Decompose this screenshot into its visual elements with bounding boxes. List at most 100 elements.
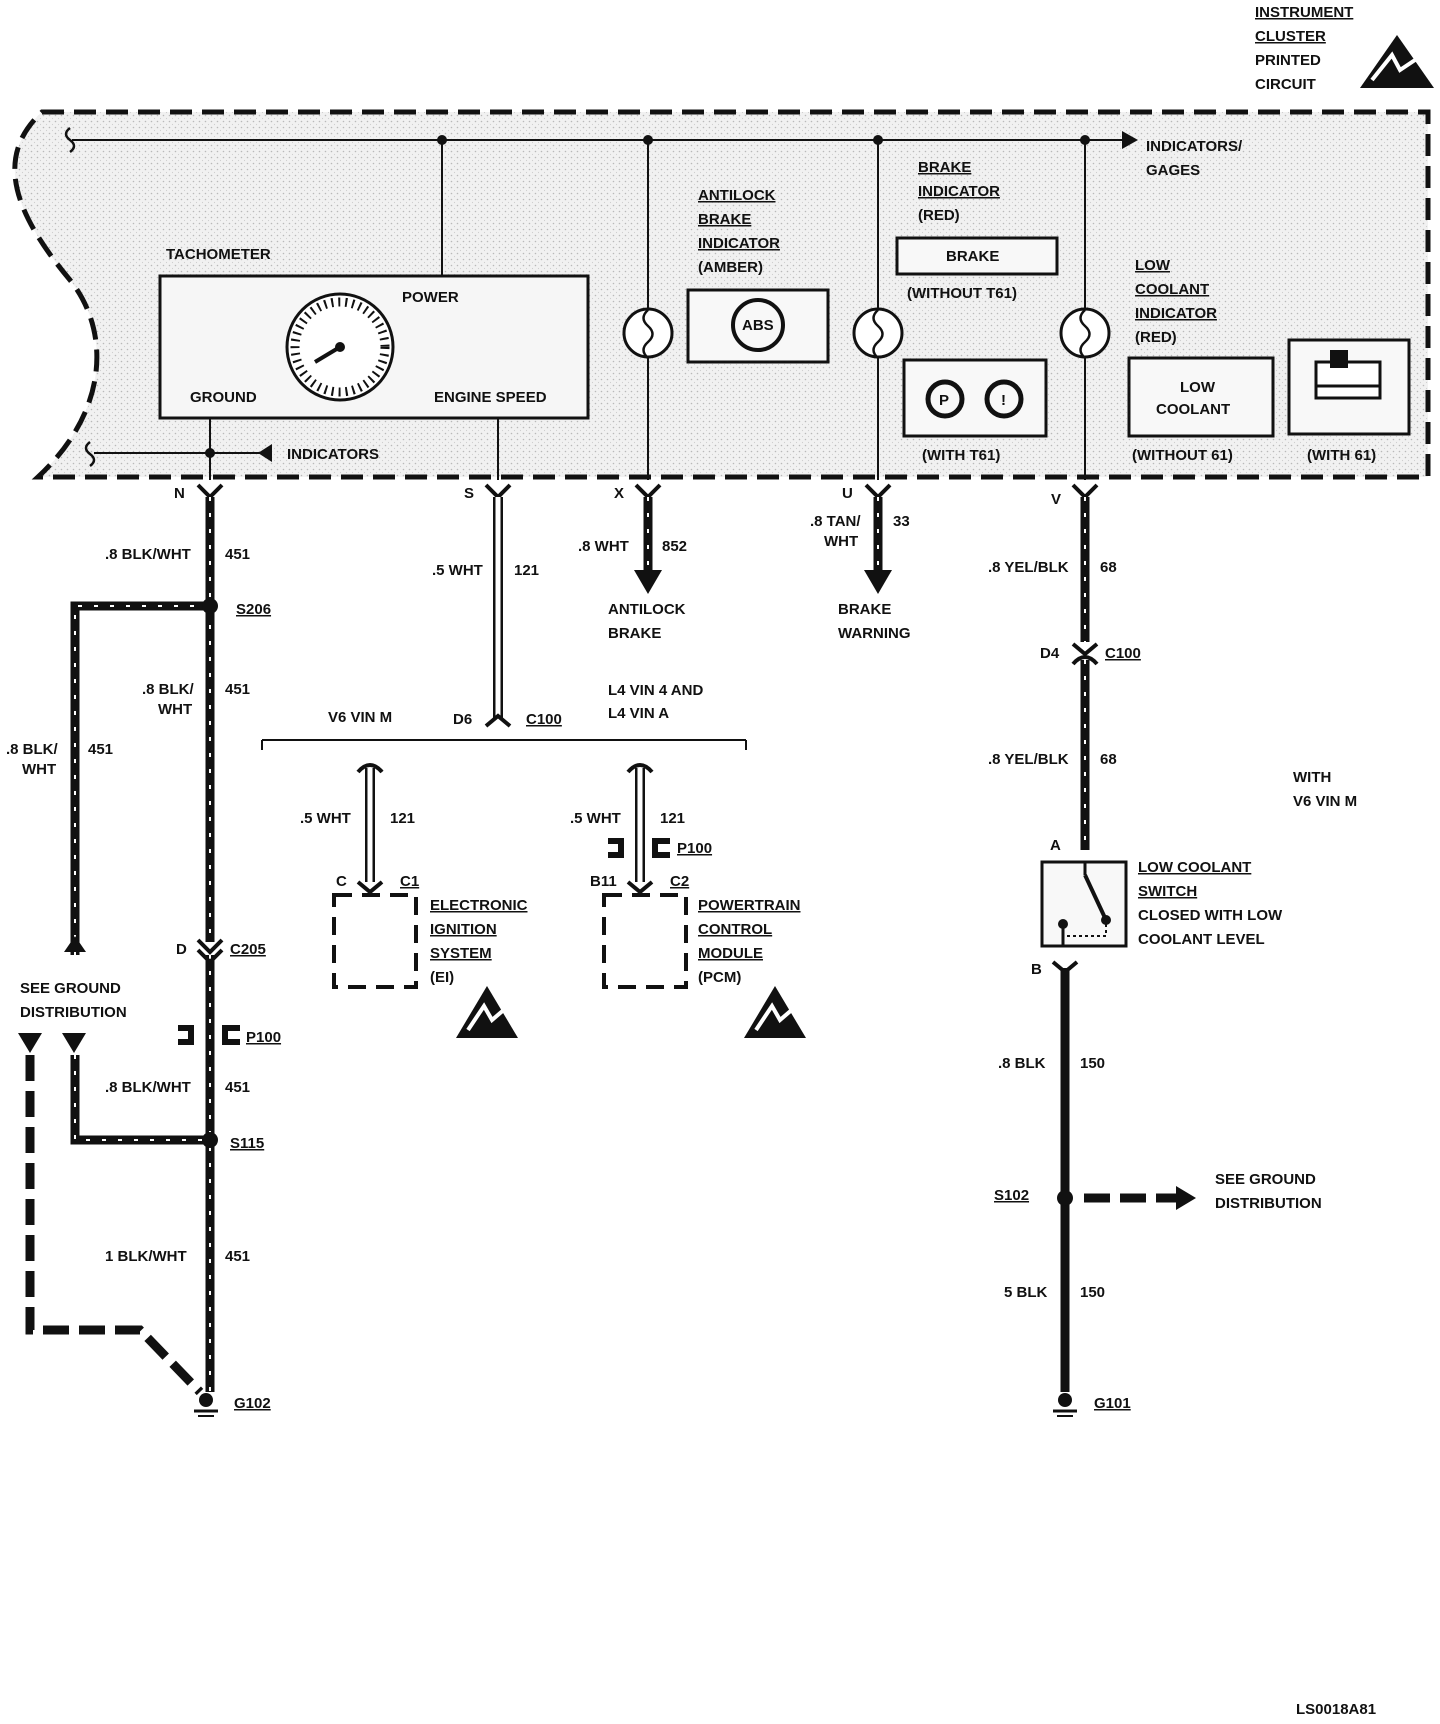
tachometer-ground-label: GROUND: [190, 389, 257, 406]
label-05-wht-3: .5 WHT: [570, 810, 621, 827]
svg-text:IGNITION: IGNITION: [430, 921, 497, 938]
low-coolant-indicator-title: LOW COOLANT INDICATOR (RED): [1135, 257, 1217, 346]
tachometer-gauge-icon: [285, 292, 395, 402]
p100-connector-pcm: [608, 838, 670, 858]
tachometer-engine-speed-label: ENGINE SPEED: [434, 389, 547, 406]
ground-dist-path: [25, 1055, 204, 1396]
svg-text:COOLANT LEVEL: COOLANT LEVEL: [1138, 931, 1265, 948]
label-451-5: 451: [225, 1248, 250, 1265]
label-c205-pin: D: [176, 941, 187, 958]
label-08-blkwht-2: .8 BLK/WHT: [105, 1079, 191, 1096]
label-l4-vin-a: L4 VIN A: [608, 705, 669, 722]
without-t61-label: (WITHOUT T61): [907, 285, 1017, 302]
wire-852: [634, 497, 662, 594]
ground-dist-arrows: [18, 936, 86, 1053]
see-ground-dist-label-1: SEE GROUND: [20, 980, 121, 997]
label-c1-pin: C: [336, 873, 347, 890]
with-61-label: (WITH 61): [1307, 447, 1376, 464]
svg-text:(EI): (EI): [430, 969, 454, 986]
label-c2-pin: B11: [590, 873, 617, 890]
label-08-tan: .8 TAN/: [810, 513, 861, 530]
cluster-connector-chevrons: [196, 483, 1099, 500]
figure-code: LS0018A81: [1296, 1701, 1376, 1718]
label-121-2: 121: [390, 810, 415, 827]
svg-text:COOLANT: COOLANT: [1156, 401, 1230, 418]
svg-text:PRINTED: PRINTED: [1255, 52, 1321, 69]
abs-lamp-icon: ABS: [686, 288, 830, 364]
label-l4-vin-4: L4 VIN 4 AND: [608, 682, 703, 699]
label-c1: C1: [400, 873, 419, 890]
label-451-2: 451: [225, 681, 250, 698]
svg-text:SWITCH: SWITCH: [1138, 883, 1197, 900]
brake-indicator-title: BRAKE INDICATOR (RED): [918, 159, 1000, 224]
svg-text:BRAKE: BRAKE: [946, 248, 999, 265]
dest-brake-1: BRAKE: [838, 601, 891, 618]
label-wht-2: WHT: [22, 761, 56, 778]
p100-connector: [178, 1025, 240, 1045]
indicators-gages-label-2: GAGES: [1146, 162, 1200, 179]
label-08-yelblk-1: .8 YEL/BLK: [988, 559, 1069, 576]
svg-text:CLUSTER: CLUSTER: [1255, 28, 1326, 45]
indicators-gages-label: INDICATORS/: [1146, 138, 1243, 155]
svg-text:BRAKE: BRAKE: [698, 211, 751, 228]
label-68-2: 68: [1100, 751, 1117, 768]
svg-text:(AMBER): (AMBER): [698, 259, 763, 276]
label-08-blk-1: .8 BLK/: [142, 681, 195, 698]
pin-n: N: [174, 485, 185, 502]
label-150-1: 150: [1080, 1055, 1105, 1072]
label-c100-1: C100: [526, 711, 562, 728]
splice-s115: [202, 1132, 218, 1148]
abs-bulb-icon: [622, 307, 674, 359]
label-1-blkwht: 1 BLK/WHT: [105, 1248, 187, 1265]
svg-text:ELECTRONIC: ELECTRONIC: [430, 897, 528, 914]
svg-text:ABS: ABS: [742, 317, 774, 334]
svg-text:BRAKE: BRAKE: [918, 159, 971, 176]
svg-text:INSTRUMENT: INSTRUMENT: [1255, 4, 1353, 21]
esd-icon-pcm: [744, 986, 806, 1038]
svg-text:INDICATOR: INDICATOR: [918, 183, 1000, 200]
label-with-v6: V6 VIN M: [1293, 793, 1357, 810]
label-wht-3: WHT: [824, 533, 858, 550]
pin-x: X: [614, 485, 624, 502]
ei-label: ELECTRONIC IGNITION SYSTEM (EI): [430, 897, 528, 986]
coolant-bulb-icon: [1059, 307, 1111, 359]
label-121-3: 121: [660, 810, 685, 827]
svg-text:(PCM): (PCM): [698, 969, 741, 986]
brake-lamp-icon: BRAKE: [895, 236, 1059, 276]
label-s102: S102: [994, 1187, 1029, 1204]
pin-s: S: [464, 485, 474, 502]
esd-icon-ei: [456, 986, 518, 1038]
brake-bulb-icon: [852, 307, 904, 359]
svg-text:CLOSED WITH LOW: CLOSED WITH LOW: [1138, 907, 1283, 924]
label-451-4: 451: [225, 1079, 250, 1096]
without-61-label: (WITHOUT 61): [1132, 447, 1233, 464]
svg-text:ANTILOCK: ANTILOCK: [698, 187, 776, 204]
with-t61-label: (WITH T61): [922, 447, 1000, 464]
label-05-wht-1: .5 WHT: [432, 562, 483, 579]
label-68-1: 68: [1100, 559, 1117, 576]
esd-icon: [1360, 35, 1434, 88]
label-pin-a: A: [1050, 837, 1061, 854]
label-g101: G101: [1094, 1395, 1131, 1412]
label-08-blkwht-1: .8 BLK/WHT: [105, 546, 191, 563]
svg-text:(RED): (RED): [1135, 329, 1177, 346]
wire-33: [864, 497, 892, 594]
label-08-blk-3: .8 BLK: [998, 1055, 1046, 1072]
svg-text:INDICATOR: INDICATOR: [1135, 305, 1217, 322]
label-150-2: 150: [1080, 1284, 1105, 1301]
label-05-wht-2: .5 WHT: [300, 810, 351, 827]
coolant-symbol-lamp-icon: [1287, 338, 1411, 436]
label-pin-b: B: [1031, 961, 1042, 978]
label-451-1: 451: [225, 546, 250, 563]
label-5-blk: 5 BLK: [1004, 1284, 1048, 1301]
c100-121-connector: [356, 713, 654, 895]
svg-text:LOW: LOW: [1135, 257, 1171, 274]
low-coolant-lamp-icon: LOW COOLANT: [1127, 356, 1275, 438]
splice-s206: [202, 598, 218, 614]
wire-150: [1051, 960, 1196, 1392]
label-with: WITH: [1293, 769, 1331, 786]
ground-g102-icon: [194, 1393, 218, 1417]
pin-u: U: [842, 485, 853, 502]
label-v6-vin-m: V6 VIN M: [328, 709, 392, 726]
